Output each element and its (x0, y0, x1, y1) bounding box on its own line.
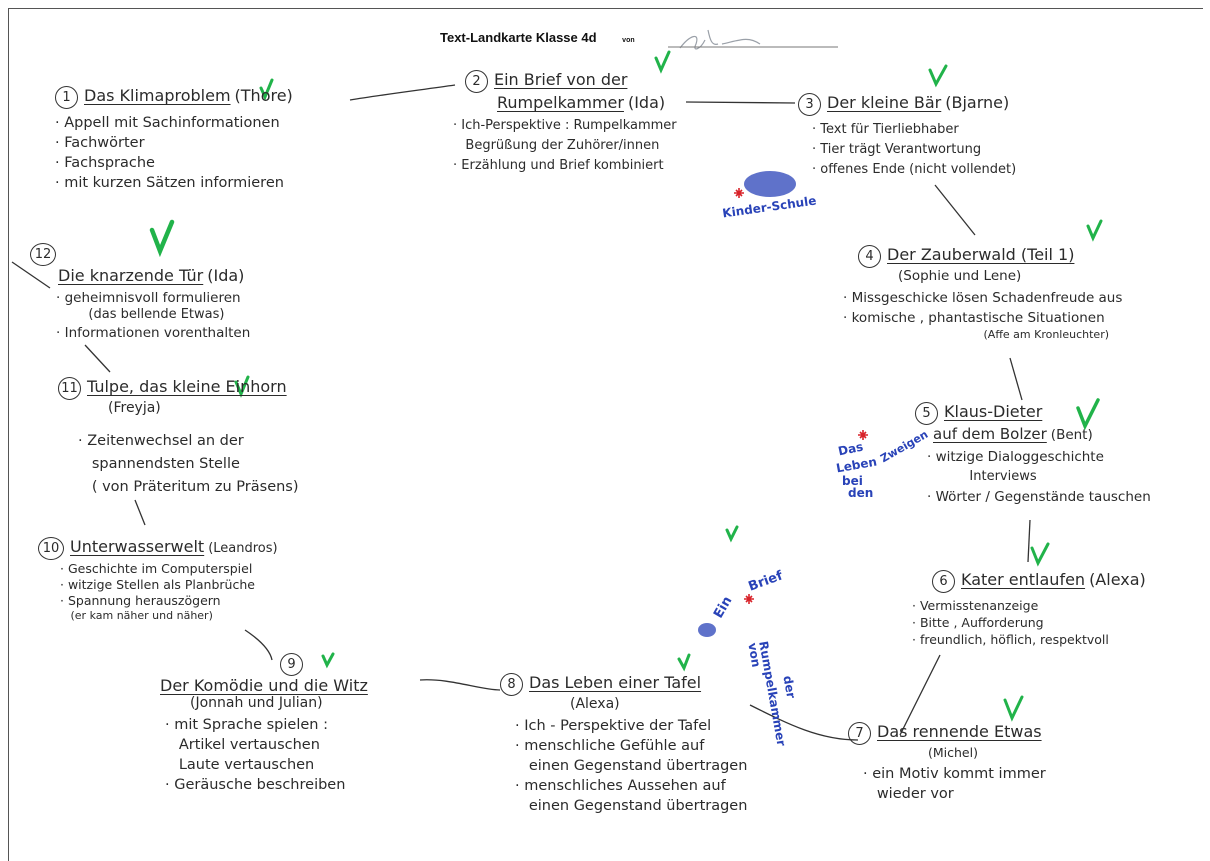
node-item: Fachsprache (55, 153, 293, 173)
node-item: spannendsten Stelle (91, 456, 240, 472)
node-item: Artikel vertauschen (178, 737, 320, 753)
node-item: Ich-Perspektive : Rumpelkammer (453, 116, 676, 136)
node-item: Bitte , Aufforderung (912, 614, 1146, 631)
node-title-line2: Rumpelkammer (497, 93, 624, 112)
node-number: 8 (500, 673, 523, 696)
node-item: ( von Präteritum zu Präsens) (91, 479, 299, 495)
node-item: (er kam näher und näher) (70, 609, 213, 622)
node-number: 12 (30, 243, 56, 266)
node-item: einen Gegenstand übertragen (528, 758, 748, 774)
node-author: (Alexa) (570, 696, 620, 712)
node-item: Vermisstenanzeige (912, 597, 1146, 614)
node-item: menschliches Aussehen auf (515, 776, 747, 796)
node-title: Die knarzende Tür (58, 266, 204, 285)
node-item: Geräusche beschreiben (165, 775, 368, 795)
node-number: 1 (55, 86, 78, 109)
node-title: Der kleine Bär (827, 93, 942, 112)
node-10-unterwasserwelt: 10 Unterwasserwelt(Leandros) Geschichte i… (38, 537, 278, 623)
node-item: komische , phantastische Situationen (843, 308, 1122, 328)
node-item: Appell mit Sachinformationen (55, 113, 293, 133)
node-item: mit Sprache spielen : (165, 715, 368, 735)
node-title-line2: auf dem Bolzer (933, 425, 1047, 443)
node-8-leben-einer-tafel: 8 Das Leben einer Tafel (Alexa) Ich - Per… (500, 673, 747, 816)
node-item: (das bellende Etwas) (88, 307, 225, 322)
node-item: Laute vertauschen (178, 757, 315, 773)
node-item: Text für Tierliebhaber (812, 120, 1016, 140)
von-label: von (622, 37, 635, 44)
node-item: menschliche Gefühle auf (515, 736, 747, 756)
title-text: Text-Landkarte Klasse 4d (440, 30, 597, 45)
node-item: witzige Dialoggeschichte (927, 447, 1151, 467)
annotation-bei: bei (842, 474, 863, 488)
node-item: geheimnisvoll formulieren (56, 289, 250, 307)
node-title: Das rennende Etwas (877, 722, 1042, 741)
node-item: mit kurzen Sätzen informieren (55, 173, 293, 193)
node-item: Begrüßung der Zuhörer/innen (465, 138, 660, 153)
node-item: Informationen vorenthalten (56, 323, 251, 343)
node-1-klimaproblem: 1 Das Klimaproblem(Thore) Appell mit Sach… (55, 86, 293, 193)
node-item: offenes Ende (nicht vollendet) (812, 160, 1016, 180)
page-border (8, 8, 1203, 861)
node-title: Tulpe, das kleine Einhorn (87, 377, 287, 396)
node-author: (Freyja) (108, 400, 161, 416)
node-item: wieder vor (876, 786, 954, 802)
node-9-komoedie-witz: 9 Der Komödie und die Witz (Jonnah und J… (160, 653, 368, 795)
node-number: 10 (38, 537, 64, 560)
node-number: 6 (932, 570, 955, 593)
node-item: Missgeschicke lösen Schadenfreude aus (843, 288, 1123, 308)
node-item: Tier trägt Verantwortung (812, 140, 1016, 160)
node-author: (Thore) (234, 86, 293, 105)
node-author: (Ida) (627, 93, 666, 112)
node-item: witzige Stellen als Planbrüche (60, 577, 278, 593)
node-item: Geschichte im Computerspiel (60, 561, 278, 577)
node-item: freundlich, höflich, respektvoll (912, 631, 1146, 648)
page-title: Text-Landkarte Klasse 4d von (440, 30, 635, 45)
node-title: Kater entlaufen (961, 570, 1086, 589)
node-author: (Bent) (1050, 427, 1093, 443)
node-author: (Bjarne) (945, 93, 1010, 112)
node-7-rennende-etwas: 7 Das rennende Etwas (Michel) ein Motiv k… (848, 722, 1046, 804)
node-number: 2 (465, 70, 488, 93)
annotation-den: den (848, 486, 874, 500)
node-item: einen Gegenstand übertragen (528, 798, 748, 814)
node-author: (Michel) (928, 745, 978, 760)
node-author: (Jonnah und Julian) (190, 695, 323, 711)
node-number: 3 (798, 93, 821, 116)
node-title: Das Leben einer Tafel (529, 673, 702, 692)
node-item: Zeitenwechsel an der (78, 430, 299, 453)
node-item: Fachwörter (55, 133, 293, 153)
node-title: Der Zauberwald (Teil 1) (887, 245, 1075, 264)
node-item: Interviews (969, 469, 1037, 484)
node-number: 11 (58, 377, 81, 400)
node-title: Das Klimaproblem (84, 86, 231, 105)
node-author: (Sophie und Lene) (898, 268, 1022, 284)
node-11-tulpe-einhorn: 11 Tulpe, das kleine Einhorn (Freyja) Zei… (58, 377, 299, 499)
node-title: Unterwasserwelt (70, 537, 205, 556)
node-3-kleine-baer: 3 Der kleine Bär(Bjarne) Text für Tierlie… (798, 93, 1016, 180)
node-author: (Alexa) (1089, 570, 1146, 589)
node-item: Wörter / Gegenstände tauschen (927, 487, 1151, 507)
node-4-zauberwald: 4 Der Zauberwald (Teil 1) (Sophie und Len… (852, 245, 1122, 342)
node-author: (Leandros) (208, 541, 278, 556)
node-item: Ich - Perspektive der Tafel (515, 716, 747, 736)
node-title: Der Komödie und die Witz (160, 676, 368, 695)
node-number: 9 (280, 653, 303, 676)
node-number: 4 (858, 245, 881, 268)
node-number: 5 (915, 402, 938, 425)
node-title-line1: Ein Brief von der (494, 70, 628, 89)
node-item: (Affe am Kronleuchter) (983, 328, 1110, 341)
node-author: (Ida) (207, 266, 245, 285)
node-title-line1: Klaus-Dieter (944, 402, 1043, 421)
node-number: 7 (848, 722, 871, 745)
node-item: Spannung herauszögern (60, 593, 278, 609)
node-5-klaus-dieter: 5 Klaus-Dieter auf dem Bolzer(Bent) witzi… (915, 402, 1151, 507)
node-item: ein Motiv kommt immer (863, 764, 1046, 784)
node-item: Erzählung und Brief kombiniert (453, 156, 677, 176)
node-12-knarzende-tuer: 12 Die knarzende Tür(Ida) geheimnisvoll … (30, 243, 250, 343)
